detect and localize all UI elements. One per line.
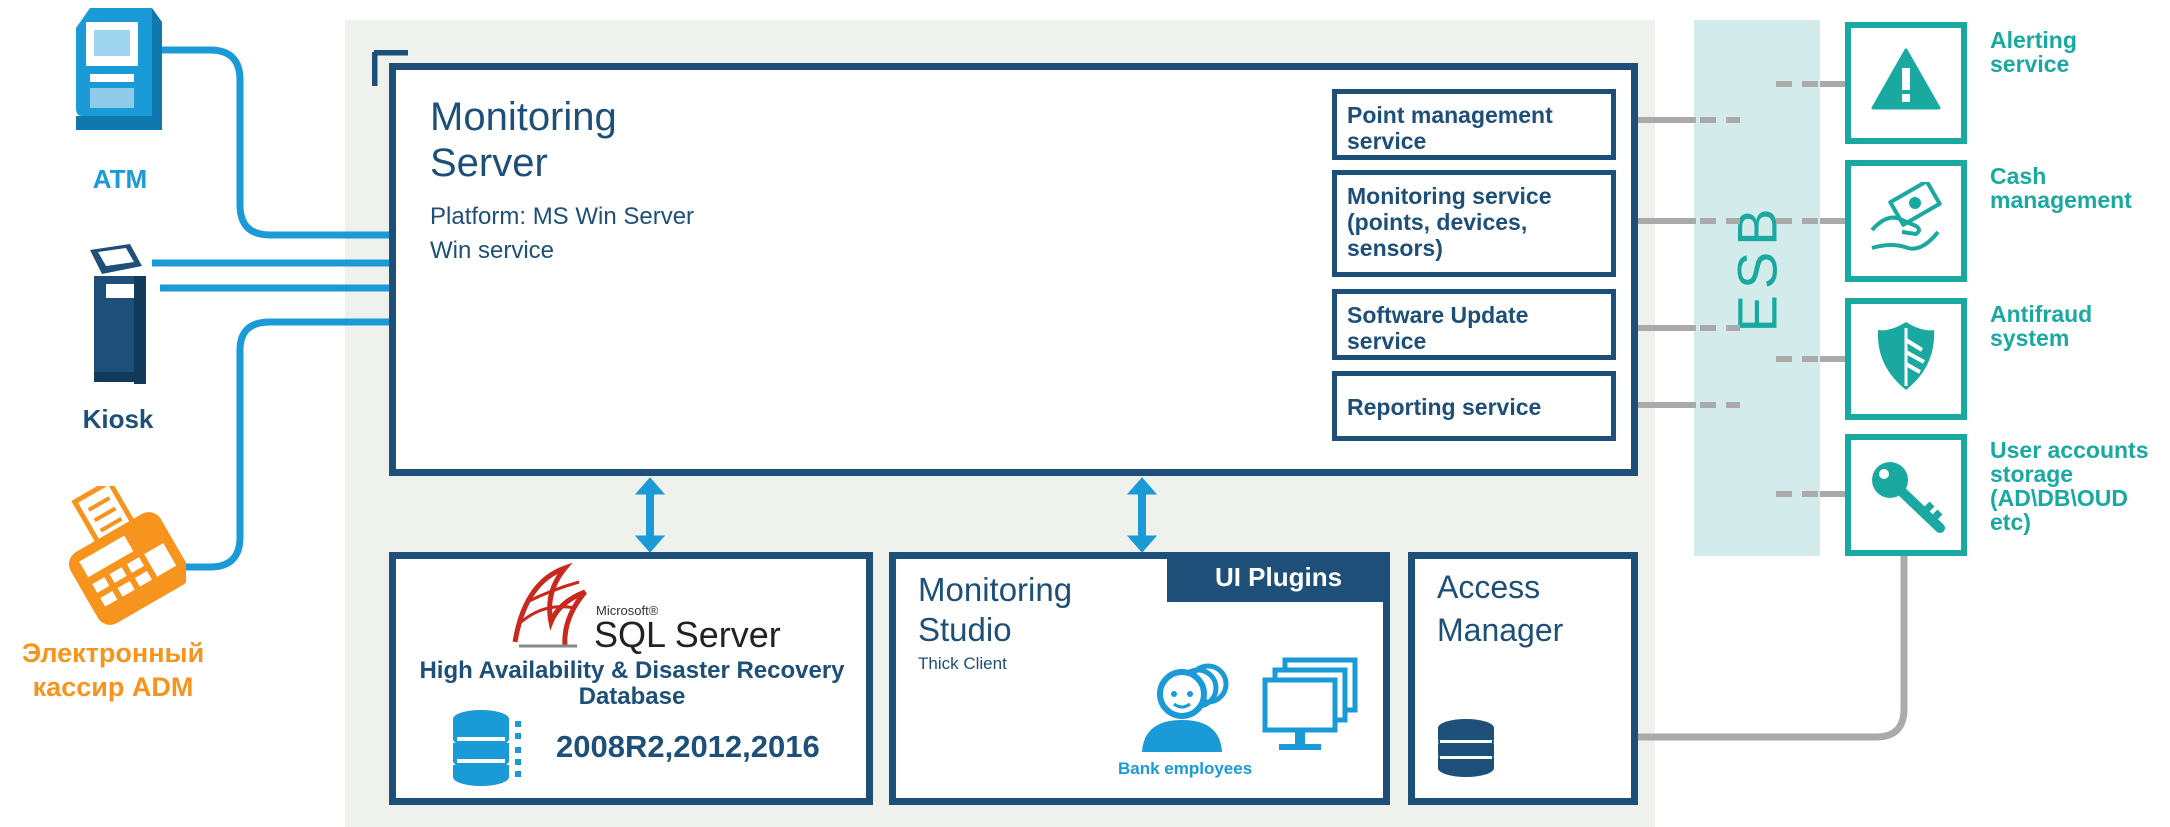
ext-line: storage [1990, 461, 2074, 487]
shield-icon [1877, 322, 1935, 390]
point-management-service: Point management service [1332, 89, 1616, 160]
reporting-service: Reporting service [1332, 371, 1616, 441]
sql-server-logo-icon [512, 562, 587, 648]
software-update-service: Software Update service [1332, 289, 1616, 360]
bank-employees-icon [1142, 663, 1229, 752]
access-manager-title-line2: Manager [1437, 612, 1564, 648]
monitoring-server-details: Platform: MS Win Server Win service [430, 200, 694, 268]
cash-management-label: Cash management [1990, 164, 2132, 212]
thick-client-label: Thick Client [918, 654, 1007, 673]
ext-line: service [1990, 51, 2070, 77]
antifraud-system-box [1845, 298, 1967, 420]
svc-line: service [1347, 128, 1427, 154]
svc-line: Reporting service [1347, 394, 1542, 420]
ext-line: Antifraud [1990, 301, 2093, 327]
svc-line: Software Update [1347, 302, 1529, 328]
database-stack-icon [453, 710, 521, 786]
database-line2: Database [578, 683, 686, 710]
svc-line: service [1347, 328, 1427, 354]
antifraud-system-label: Antifraud system [1990, 302, 2092, 350]
cash-hand-icon [1870, 182, 1942, 251]
atm-label: ATM [92, 164, 148, 194]
alert-triangle-icon [1871, 48, 1941, 110]
monitoring-service: Monitoring service (points, devices, sen… [1332, 170, 1616, 277]
esb-bus [1694, 20, 1820, 556]
microsoft-brand: Microsoft® [596, 603, 659, 618]
studio-title-line1: Monitoring [918, 571, 1073, 608]
access-manager-title: Access Manager [1437, 566, 1563, 652]
sql-server-product: SQL Server [594, 614, 781, 655]
atm-connector [160, 46, 392, 239]
database-description: High Availability & Disaster Recovery Da… [402, 658, 862, 710]
ext-line: Cash [1990, 163, 2047, 189]
monitoring-server-title: Monitoring Server [430, 94, 617, 186]
adm-connector [170, 318, 392, 571]
atm-icon [76, 8, 162, 130]
ext-line: Alerting [1990, 27, 2077, 53]
monitoring-server-title-line2: Server [430, 141, 548, 185]
database-icon [1438, 719, 1494, 777]
platform-text: Platform: MS Win Server [430, 203, 695, 230]
service-type-text: Win service [430, 237, 555, 264]
server-studio-arrow [1126, 477, 1158, 553]
monitoring-server-title-line1: Monitoring [430, 95, 617, 139]
ui-plugins-tab: UI Plugins [1167, 552, 1390, 602]
server-db-arrow [634, 477, 666, 553]
access-manager-title-line1: Access [1437, 569, 1541, 605]
database-line1: High Availability & Disaster Recovery [419, 657, 845, 684]
monitors-icon [1262, 657, 1358, 750]
ext-line: etc) [1990, 509, 2031, 535]
user-accounts-storage-label: User accounts storage (AD\DB\OUD etc) [1990, 438, 2149, 534]
access-manager-box [1408, 552, 1638, 805]
ext-line: management [1990, 187, 2132, 213]
database-box [389, 552, 873, 805]
svc-line: sensors) [1347, 235, 1443, 261]
svc-line: Monitoring service [1347, 183, 1552, 209]
kiosk-label: Kiosk [82, 404, 154, 434]
monitoring-studio-title: Monitoring Studio [918, 570, 1072, 650]
adm-label-line1: Электронный [21, 638, 205, 668]
adm-label-line2: кассир ADM [32, 672, 194, 702]
ext-line: User accounts [1990, 437, 2149, 463]
database-versions: 2008R2,2012,2016 [556, 729, 820, 764]
cash-register-icon [68, 486, 186, 625]
kiosk-icon [90, 244, 146, 384]
alerting-service-label: Alerting service [1990, 28, 2077, 76]
svc-line: (points, devices, [1347, 209, 1528, 235]
ext-line: system [1990, 325, 2070, 351]
svc-line: Point management [1347, 102, 1553, 128]
adm-label: Электронный кассир ADM [8, 636, 218, 704]
server-corner-accent [372, 50, 408, 86]
studio-title-line2: Studio [918, 611, 1012, 648]
key-icon [1872, 462, 1945, 533]
ext-line: (AD\DB\OUD [1990, 485, 2128, 511]
bank-employees-label: Bank employees [1118, 759, 1253, 778]
